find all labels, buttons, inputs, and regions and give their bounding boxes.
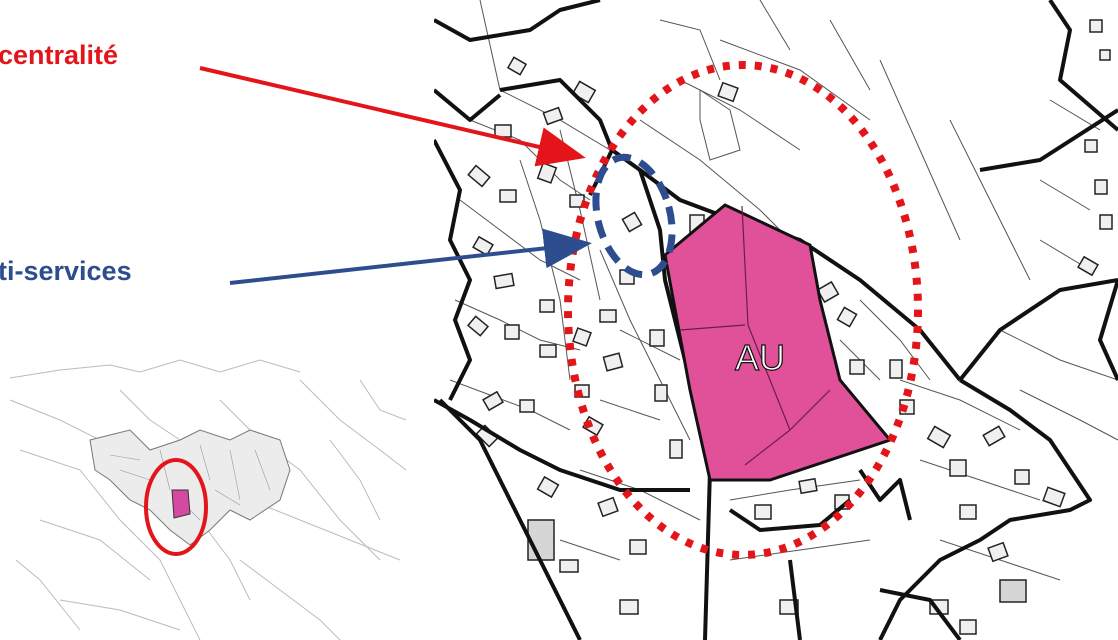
au-zone-polygon xyxy=(663,203,893,482)
arrow-red-icon xyxy=(199,66,586,167)
multi-services-ellipse xyxy=(592,153,676,279)
inset-urban-area xyxy=(89,429,291,546)
inset-zone-marker xyxy=(171,489,191,519)
buildings xyxy=(466,19,1113,635)
multi-services-label: ti-services xyxy=(0,256,132,286)
au-zone-label: AU xyxy=(735,337,785,378)
centralite-ellipse xyxy=(564,61,922,559)
au-zone-subdivisions xyxy=(679,205,831,466)
inset-map xyxy=(6,352,407,640)
inset-road-lines xyxy=(9,359,407,640)
centralite-label: centralité xyxy=(0,40,119,70)
main-map: AU xyxy=(434,0,1118,640)
inset-location-ellipse xyxy=(144,458,208,556)
grey-buildings xyxy=(527,519,1027,603)
au-zone: AU xyxy=(663,203,893,482)
arrow-blue-icon xyxy=(229,228,592,285)
